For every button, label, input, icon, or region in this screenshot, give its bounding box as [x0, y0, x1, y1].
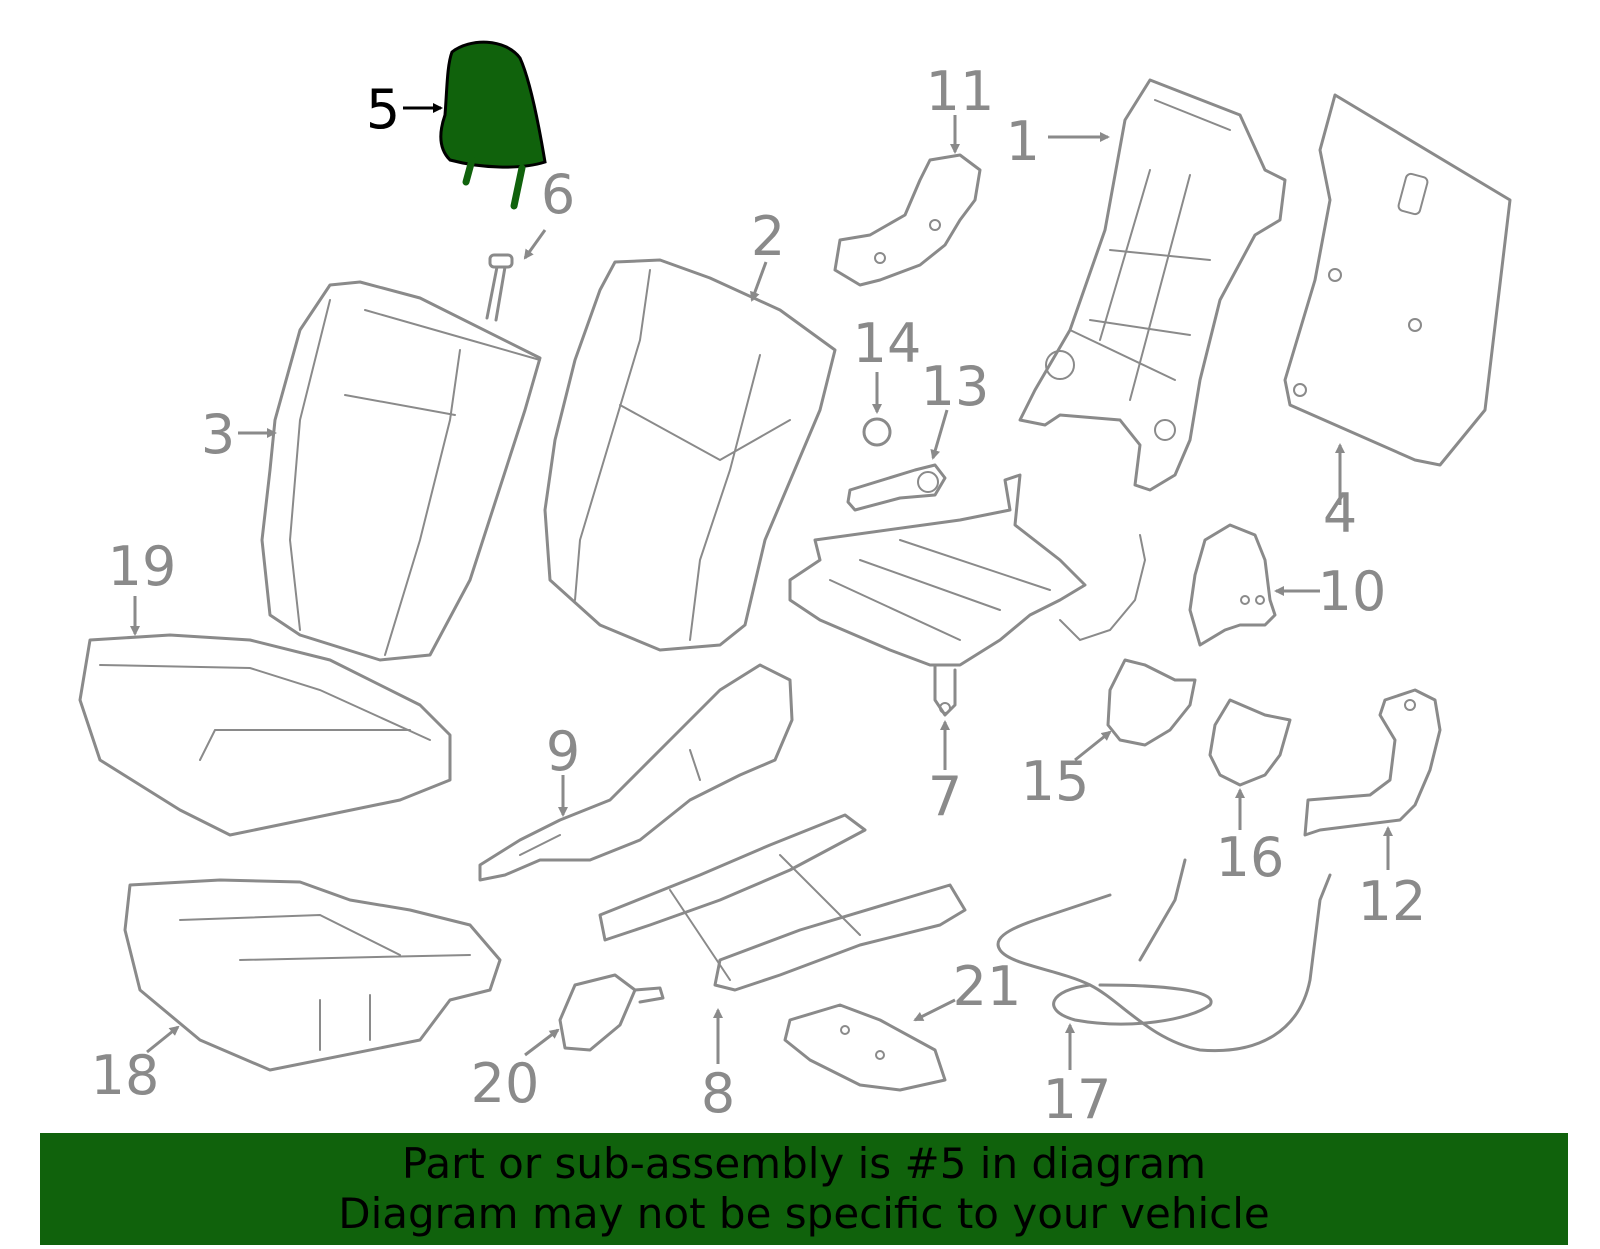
callout-8: 8	[701, 1062, 735, 1125]
seat-cushion-cover-part-19[interactable]	[78, 633, 452, 837]
callout-11: 11	[926, 60, 995, 123]
callout-16: 16	[1216, 826, 1285, 889]
callout-17: 17	[1043, 1068, 1112, 1130]
arrow-2	[750, 261, 768, 302]
headrest-part-5[interactable]	[439, 40, 547, 210]
arrow-13	[930, 409, 949, 460]
callout-21: 21	[953, 955, 1022, 1018]
callout-5: 5	[366, 78, 400, 141]
callout-6: 6	[541, 163, 575, 226]
callout-labels: 1 2 3 4 5 6 7 8 9 10 11 12 13 14 15 16 1…	[91, 60, 1427, 1130]
knob-part-20[interactable]	[558, 973, 665, 1052]
callout-7: 7	[928, 765, 962, 828]
seat-cushion-pad-part-18[interactable]	[123, 878, 502, 1072]
arrow-18	[146, 1025, 180, 1054]
trim-bracket-part-11[interactable]	[833, 153, 982, 287]
bracket-part-21[interactable]	[783, 1003, 947, 1092]
headrest-guide-part-6[interactable]	[485, 253, 514, 322]
back-board-part-4[interactable]	[1283, 93, 1512, 467]
seat-track-part-8[interactable]	[598, 813, 967, 992]
callout-19: 19	[108, 535, 177, 598]
callout-9: 9	[546, 720, 580, 783]
seat-track-cover-part-9[interactable]	[478, 663, 794, 882]
side-shield-part-12[interactable]	[1303, 688, 1442, 837]
callout-15: 15	[1021, 750, 1090, 813]
info-banner: Part or sub-assembly is #5 in diagram Di…	[40, 1133, 1568, 1245]
cover-part-16[interactable]	[1208, 698, 1292, 787]
recliner-lever-part-13[interactable]	[846, 463, 947, 512]
callout-10: 10	[1318, 560, 1387, 623]
arrow-20	[524, 1028, 560, 1057]
arrow-15	[1074, 730, 1112, 762]
callout-1: 1	[1006, 110, 1040, 173]
callout-2: 2	[751, 205, 785, 268]
callout-arrows	[130, 103, 1393, 1070]
callout-14: 14	[853, 312, 922, 375]
callout-13: 13	[921, 355, 990, 418]
callout-20: 20	[471, 1052, 540, 1115]
seat-parts-diagram: 1 2 3 4 5 6 7 8 9 10 11 12 13 14 15 16 1…	[78, 40, 1512, 1130]
banner-line-2: Diagram may not be specific to your vehi…	[338, 1189, 1270, 1238]
callout-18: 18	[91, 1044, 160, 1107]
callout-12: 12	[1358, 870, 1427, 933]
callout-4: 4	[1323, 482, 1357, 545]
clip-part-14[interactable]	[862, 417, 892, 447]
cover-part-15[interactable]	[1106, 658, 1197, 747]
seatback-frame-part-1[interactable]	[1018, 78, 1287, 492]
arrow-6	[523, 229, 547, 260]
hinge-cover-part-10[interactable]	[1188, 523, 1277, 647]
callout-3: 3	[201, 403, 235, 466]
seat-cushion-frame-part-7[interactable]	[788, 473, 1147, 717]
banner-line-1: Part or sub-assembly is #5 in diagram	[401, 1139, 1207, 1188]
seatback-cover-part-3[interactable]	[260, 280, 542, 662]
cable-part-17[interactable]	[996, 858, 1332, 1053]
arrow-21	[913, 998, 956, 1022]
